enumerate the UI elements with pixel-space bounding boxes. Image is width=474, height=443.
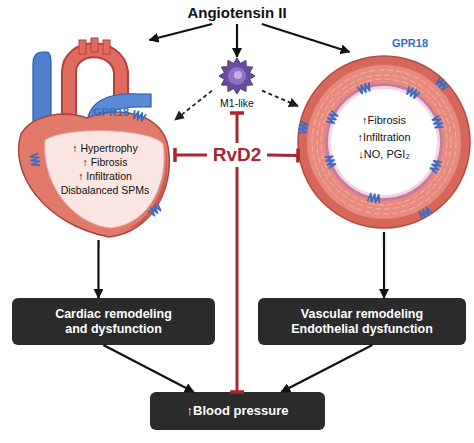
vessel-illustration [298,56,470,228]
receptor-symbol [30,153,40,166]
vessel-fiber [312,70,456,214]
heart-chamber [45,131,164,228]
vessel-endothelium [328,86,440,198]
receptor-symbol [298,121,308,134]
heart-node: GPR18 ↑ Hypertrophy ↑ Fibrosis ↑ Infiltrati… [5,40,175,240]
receptor-label: GPR18 [392,37,428,50]
vessel-fiber [317,75,451,209]
heart-body [19,112,170,237]
receptor-symbol [357,83,371,95]
receptor-symbol [367,193,380,203]
receptor-symbol [148,203,162,217]
macrophage-nucleus [234,71,242,79]
receptor-symbol [432,115,444,129]
arrow-connector [262,24,350,52]
receptor-label: GPR18 [93,106,129,119]
effect-text: ↑ Infiltration [78,170,132,182]
aorta-branch [91,38,98,52]
arrow-connector [103,345,193,392]
stimulus-node: Angiotensin II [175,2,299,24]
effect-text: ↑ Hypertrophy [72,142,137,154]
effect-text: ↓NO, PGI₂ [358,148,409,161]
mediator-label: RvD2 [213,144,262,166]
aorta-branch [103,40,110,54]
dashed-connector [262,91,298,106]
arrow-connector [383,232,385,298]
box-fill [258,298,466,345]
arrow-connector [281,345,372,392]
arrow-connector [150,24,213,40]
vessel-lumen [331,89,437,195]
outcome-box: Cardiac remodeling and dysfunction [12,298,215,345]
outcome-text: ↑Blood pressure [158,404,318,419]
inhibition-connector [235,167,238,392]
receptor-symbol [418,207,432,220]
macrophage-cytoplasm [228,67,246,85]
inhibition-connector [267,154,298,158]
outcome-text: Vascular remodeling Endothelial dysfunct… [282,307,442,336]
box-fill [12,298,215,345]
arrow-connector [236,24,238,57]
receptor-symbol [429,159,441,173]
outcome-text: Cardiac remodeling and dysfunction [44,307,184,336]
receptor-symbol [132,110,146,122]
heart-illustration [19,38,170,237]
vessel-fiber [321,79,447,205]
effect-text: ↑ Fibrosis [83,156,128,168]
effect-text: ↑Fibrosis [362,114,406,127]
macrophage-node: M1-like [212,57,262,113]
outcome-box: Vascular remodeling Endothelial dysfunct… [258,298,466,345]
effect-text: Disbalanced SPMs [61,184,150,196]
macrophage-illustration [219,58,255,94]
box-fill [150,392,325,430]
stimulus-label: Angiotensin II [187,4,286,21]
outcome-box: ↑Blood pressure [150,392,325,430]
effect-text: ↑Infiltration [357,131,410,144]
receptor-symbol [435,77,449,91]
node-shape [5,40,175,240]
aorta-branch [79,40,86,54]
vessel-node: GPR18↑Fibrosis↑Infiltration↓NO, PGI₂ [298,52,470,232]
arrow-connector [97,240,99,298]
receptor-symbol [326,111,338,125]
inhibition-connector [175,154,207,157]
vessel-lamina [325,83,443,201]
vessel-adventitia [298,56,470,228]
inhibition-connector [236,113,239,143]
receptor-symbol [325,154,337,168]
macrophage-cell [219,58,255,94]
dashed-connector [175,91,212,120]
vessel-media [307,65,461,219]
cell-label: M1-like [220,97,254,109]
mediator-node: RvD2 [207,143,267,167]
receptor-symbol [405,86,419,99]
